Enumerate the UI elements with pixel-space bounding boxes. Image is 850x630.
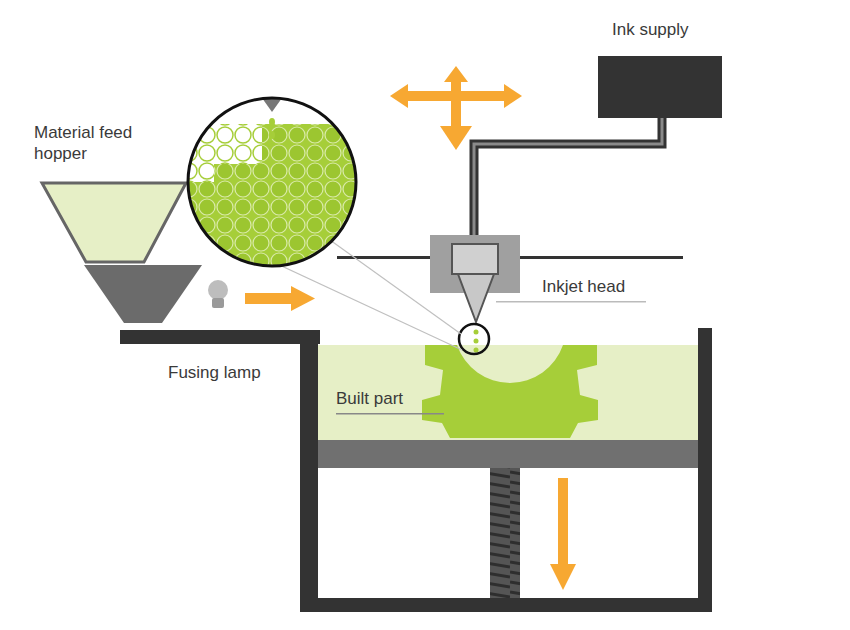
label-fusing-lamp: Fusing lamp [168, 362, 308, 383]
label-ink-supply: Ink supply [612, 19, 772, 40]
label-built-part: Built part [336, 388, 476, 409]
label-inkjet-head: Inkjet head [542, 276, 692, 297]
label-hopper: Material feed hopper [34, 122, 164, 164]
